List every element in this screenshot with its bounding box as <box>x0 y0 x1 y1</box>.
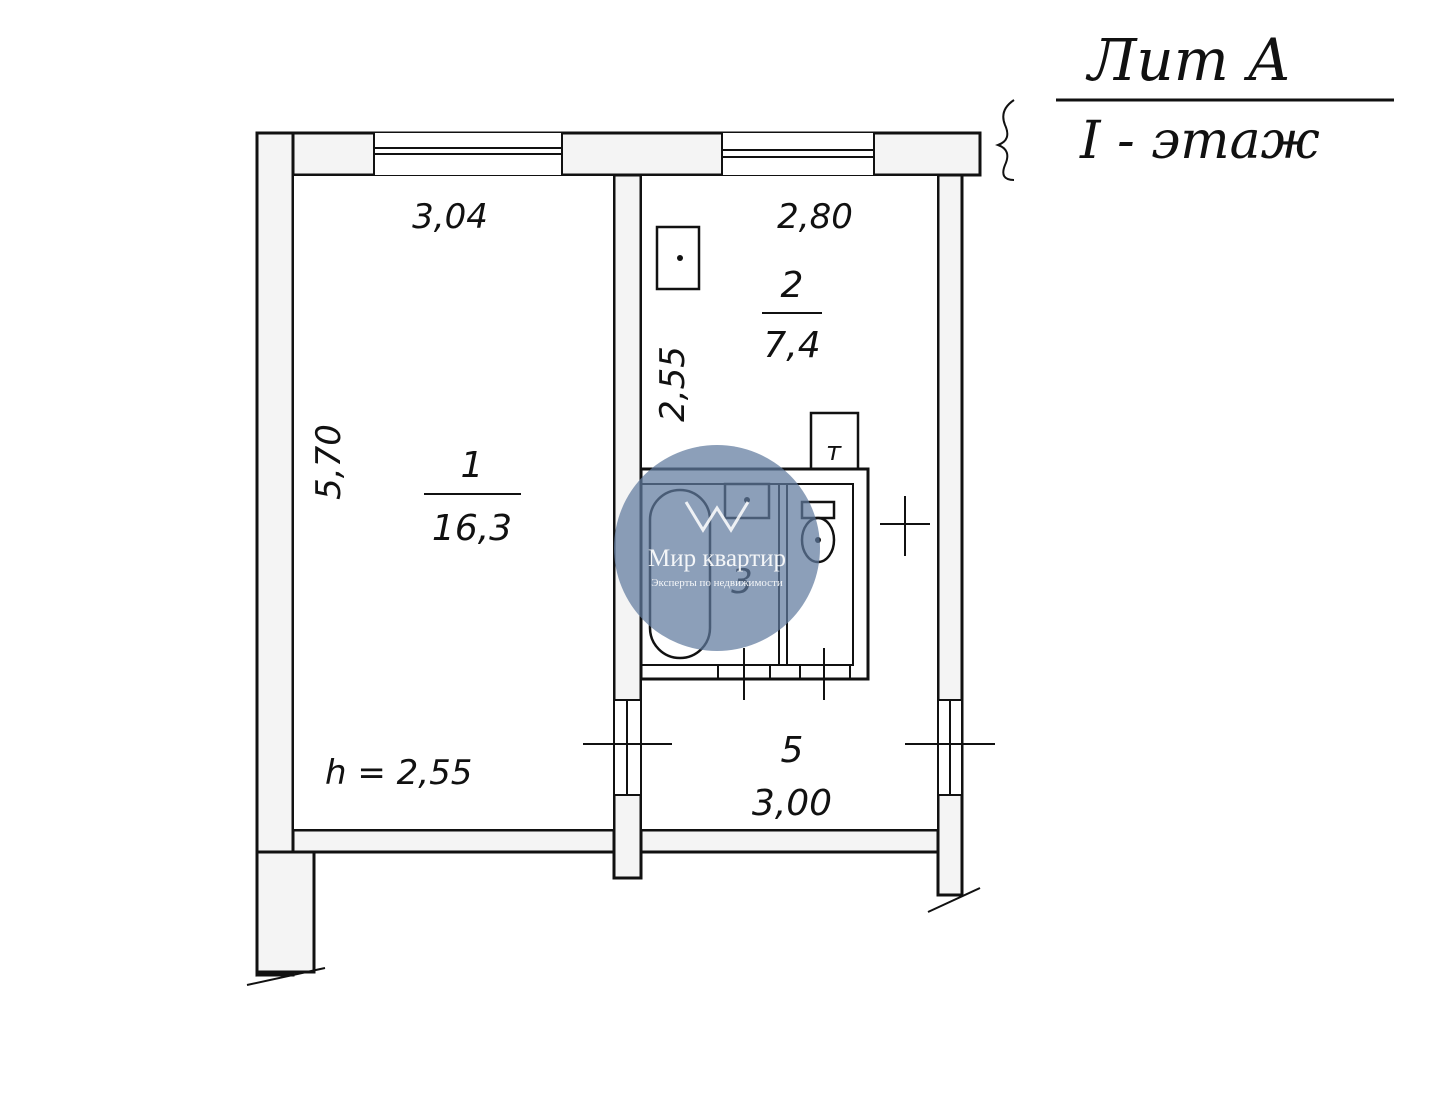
room-2-number: 2 <box>781 265 804 306</box>
room-2-area: 7,4 <box>763 325 820 366</box>
watermark-circle <box>614 445 820 651</box>
room-5-label: 5 3,00 <box>752 730 832 824</box>
break-line-right <box>927 887 981 913</box>
watermark-subtitle: Эксперты по недвижимости <box>651 577 783 589</box>
water-heater-icon: т <box>809 411 860 471</box>
plan-header: Лит А I - этаж <box>995 26 1394 181</box>
room-2-width-dimension: 2,80 <box>777 197 853 237</box>
doorways <box>583 699 995 796</box>
break-line-left <box>246 967 326 986</box>
room-2-depth-dimension: 2,55 <box>653 346 693 422</box>
room-1-width-dimension: 3,04 <box>412 197 488 237</box>
brace-icon <box>995 99 1015 181</box>
room-5-number: 5 <box>781 730 804 771</box>
building-letter: Лит А <box>1085 26 1291 94</box>
room-1-number: 1 <box>461 445 484 486</box>
room-2-label: 2 7,4 <box>762 265 822 366</box>
stove-icon <box>655 225 701 291</box>
floor-label: I - этаж <box>1079 111 1320 171</box>
watermark-logo-icon <box>684 501 750 533</box>
room-1-label: 1 16,3 <box>424 445 521 549</box>
window-room-1 <box>373 133 563 175</box>
window-room-2 <box>721 133 875 175</box>
watermark-title: Мир квартир <box>648 545 786 572</box>
room-1-area: 16,3 <box>432 508 512 549</box>
watermark: Мир квартир Эксперты по недвижимости <box>614 445 820 651</box>
room-5-area: 3,00 <box>752 783 832 824</box>
room-1-length-dimension: 5,70 <box>309 424 349 500</box>
ceiling-height: h = 2,55 <box>325 753 472 793</box>
water-heater-label: т <box>826 437 842 467</box>
